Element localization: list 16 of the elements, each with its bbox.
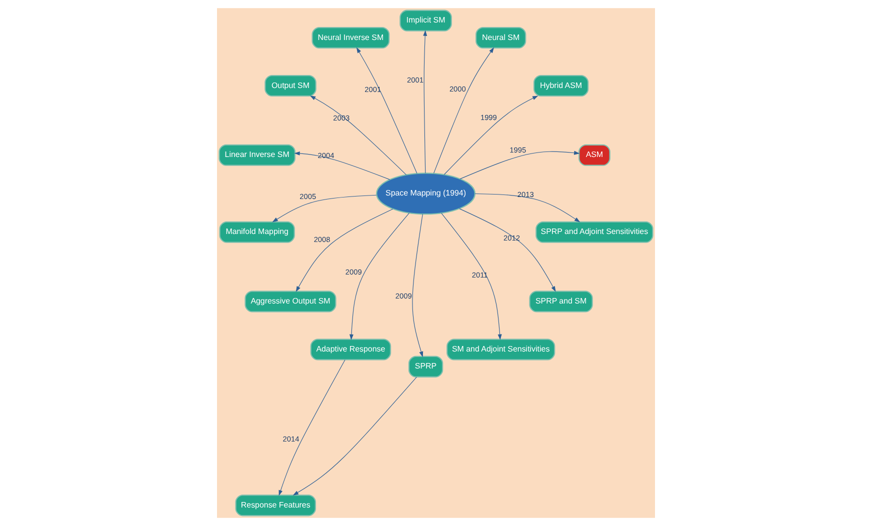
arrow xyxy=(459,208,556,292)
arrow xyxy=(474,193,580,222)
arrow xyxy=(460,150,580,180)
arrow xyxy=(441,212,502,340)
arrow xyxy=(444,96,538,175)
arrow xyxy=(310,96,407,176)
arrow xyxy=(349,212,410,340)
arrow xyxy=(272,194,377,222)
arrow xyxy=(433,47,494,174)
arrow xyxy=(296,208,394,292)
arrow xyxy=(423,30,428,174)
arrow xyxy=(292,376,417,496)
arrow xyxy=(412,214,424,358)
arrow xyxy=(356,47,418,174)
arrow xyxy=(294,151,390,180)
arrow xyxy=(278,360,346,496)
